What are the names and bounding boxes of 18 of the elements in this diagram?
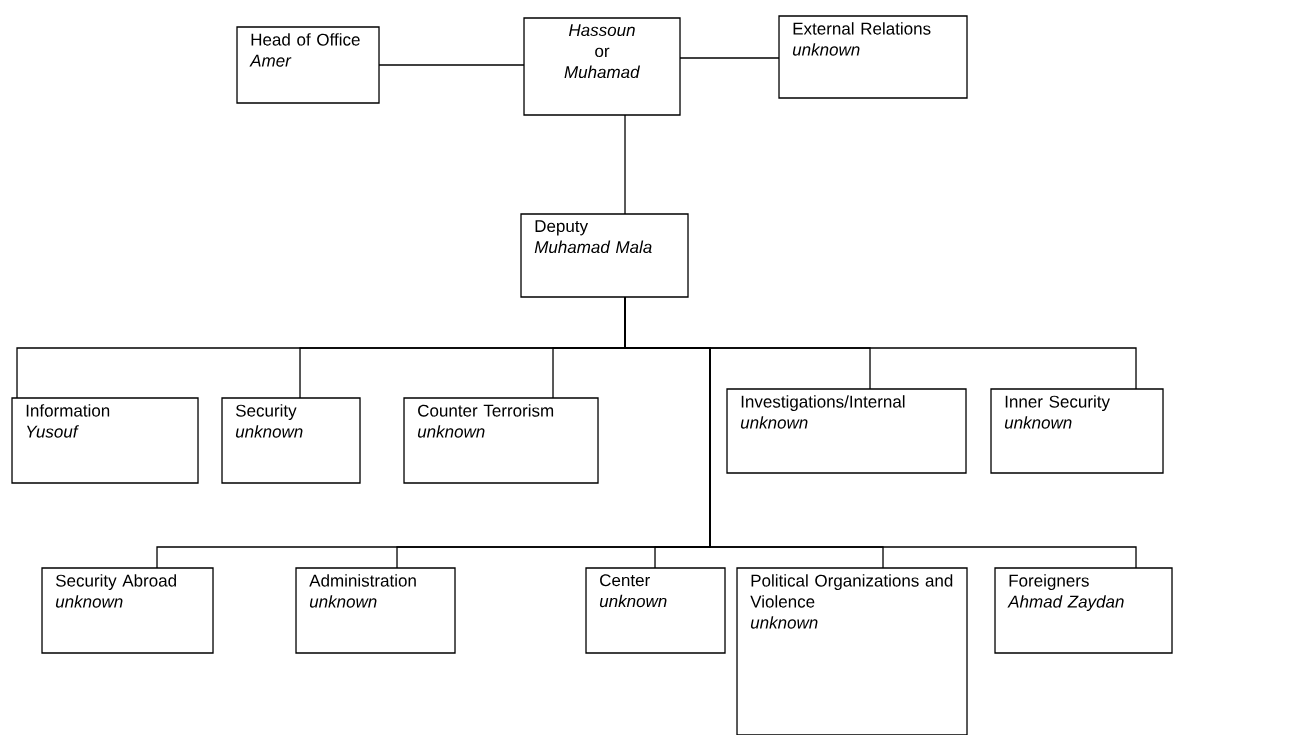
position-box: Inner Security unknown <box>990 388 1164 474</box>
position-box: Security unknown <box>221 397 361 484</box>
connector-line <box>378 64 525 66</box>
position-box: Foreigners Ahmad Zaydan <box>994 567 1173 654</box>
position-box: Security Abroad unknown <box>41 567 214 654</box>
connector-line <box>679 57 780 59</box>
connector-line <box>624 114 626 215</box>
position-box: External Relations unknown <box>778 15 968 99</box>
position-box: Counter Terrorism unknown <box>403 397 599 484</box>
position-box: Center unknown <box>585 567 726 654</box>
position-box: Information Yusouf <box>11 397 199 484</box>
position-box: Administration unknown <box>295 567 456 654</box>
connector-line <box>624 296 1137 569</box>
position-box: Deputy Muhamad Mala <box>520 213 689 298</box>
position-box: Political Organizations and Violence unknown <box>736 567 968 735</box>
position-box: Head of Office Amer <box>236 26 380 104</box>
position-box: Investigations/Internal unknown <box>726 388 967 474</box>
position-box: Hassoun or Muhamad <box>523 17 681 116</box>
